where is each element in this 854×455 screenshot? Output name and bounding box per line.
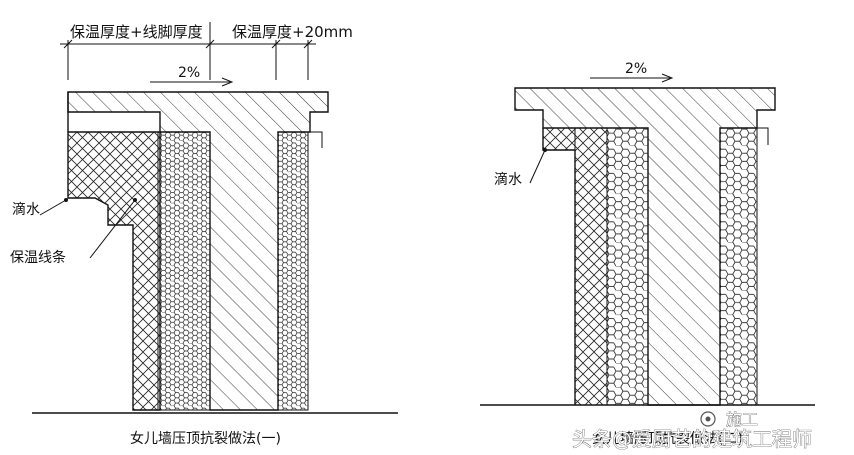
insulation-layer-inner — [159, 131, 211, 411]
detail-one: 2% 保温厚度+线脚厚度 保温厚度+20mm 滴水 保温线条 女儿墙压顶抗裂做法… — [10, 22, 398, 447]
brand-logo-icon — [700, 411, 716, 427]
insulation-layer-outer-right — [719, 127, 758, 406]
detail-two: 2% 滴水 女儿墙压顶抗裂做法(二) — [480, 61, 815, 447]
watermark-brand: 施工 — [726, 410, 758, 429]
insulation-strip — [67, 131, 161, 411]
insulation-strip-label: 保温线条 — [10, 249, 66, 266]
dimension-label-2: 保温厚度+20mm — [232, 23, 353, 41]
watermark-text: 头条@爱厨艺的建筑工程师 — [572, 427, 812, 451]
insulation-layer-outer — [277, 131, 309, 411]
caption-left: 女儿墙压顶抗裂做法(一) — [130, 430, 281, 447]
slope-label-left: 2% — [178, 65, 200, 81]
caption-right: 女儿墙压顶抗裂做法(二) — [592, 430, 743, 447]
mesh-layer — [574, 127, 608, 406]
watermark: 施工 头条@爱厨艺的建筑工程师 — [572, 410, 813, 452]
drip-label-left: 滴水 — [12, 201, 40, 218]
slope-label-right: 2% — [625, 61, 647, 77]
dimension-label-1: 保温厚度+线脚厚度 — [70, 23, 203, 41]
drip-label-right: 滴水 — [494, 171, 522, 188]
insulation-layer-main — [606, 127, 649, 406]
